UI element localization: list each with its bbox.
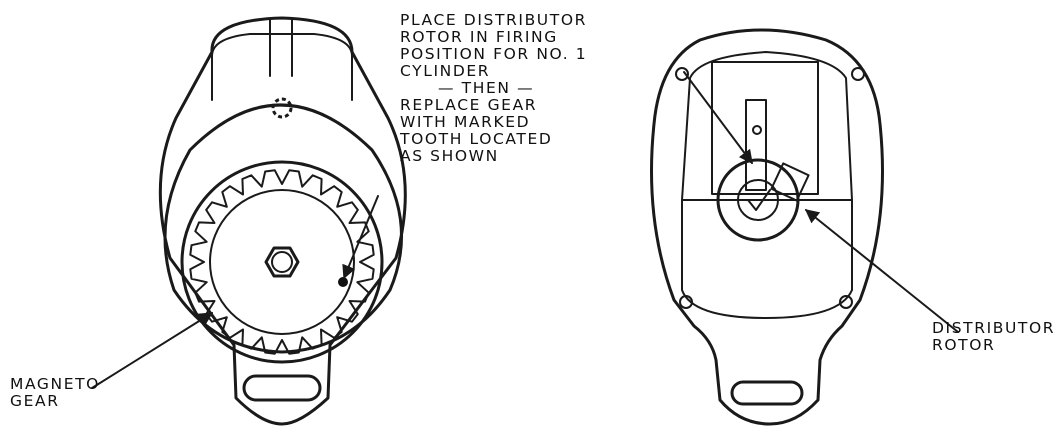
magneto-gear-root-circle: [209, 189, 355, 335]
arrow-to-magneto-gear: [91, 312, 214, 389]
magneto-screw-hole-icon: [271, 97, 293, 119]
screw-bottom-left-icon: [679, 295, 693, 309]
marked-tooth-dot: [338, 277, 348, 287]
rotor-block: [770, 162, 810, 202]
arrow-to-distributor-rotor: [804, 209, 959, 333]
leader-lines: [91, 71, 959, 389]
magneto-nut-washer: [271, 251, 293, 273]
instruction-label: PLACE DISTRIBUTOR ROTOR IN FIRING POSITI…: [400, 12, 587, 165]
distributor-bottom-slot: [730, 380, 804, 406]
distributor-right-view: [650, 28, 884, 426]
magneto-hex-nut-icon: [264, 246, 300, 278]
distributor-inner-frame: [681, 51, 853, 319]
rotor-screw-icon: [752, 125, 762, 135]
instruction-line-8: TOOTH LOCATED: [400, 130, 553, 148]
screw-top-right-icon: [851, 67, 865, 81]
instruction-line-2: ROTOR IN FIRING: [400, 28, 558, 46]
instruction-line-9: AS SHOWN: [400, 147, 499, 165]
instruction-line-7: WITH MARKED: [400, 113, 531, 131]
instruction-line-4: CYLINDER: [400, 62, 491, 80]
magneto-top-shoulder: [211, 33, 353, 101]
distributor-rotor-line-1: DISTRIBUTOR: [932, 319, 1056, 337]
distributor-rotor-center: [737, 179, 779, 221]
instruction-line-1: PLACE DISTRIBUTOR: [400, 11, 587, 29]
distributor-rotor-line-2: ROTOR: [932, 336, 996, 354]
distributor-rotor-label: DISTRIBUTOR ROTOR: [932, 320, 1055, 354]
arrow-to-marked-tooth: [342, 195, 379, 280]
screw-top-left-icon: [675, 67, 689, 81]
magneto-gear-label: MAGNETO GEAR: [10, 376, 100, 410]
rotor-arm: [745, 99, 767, 191]
magneto-gear-line-1: MAGNETO: [10, 375, 100, 393]
magneto-gear-line-2: GEAR: [10, 392, 60, 410]
arrow-to-rotor-firing: [683, 71, 753, 165]
instruction-line-6: REPLACE GEAR: [400, 96, 538, 114]
distributor-cavity: [711, 61, 819, 195]
magneto-gear-teeth: [189, 169, 375, 355]
distributor-housing-outline: [650, 28, 884, 426]
instruction-line-3: POSITION FOR NO. 1: [400, 45, 588, 63]
rotor-mark-icon: [747, 189, 771, 211]
magneto-gear-bore: [180, 160, 384, 364]
instruction-line-5: — THEN —: [438, 79, 535, 97]
magneto-bottom-slot: [242, 374, 322, 402]
screw-bottom-right-icon: [839, 295, 853, 309]
magneto-left-view: [158, 16, 407, 426]
